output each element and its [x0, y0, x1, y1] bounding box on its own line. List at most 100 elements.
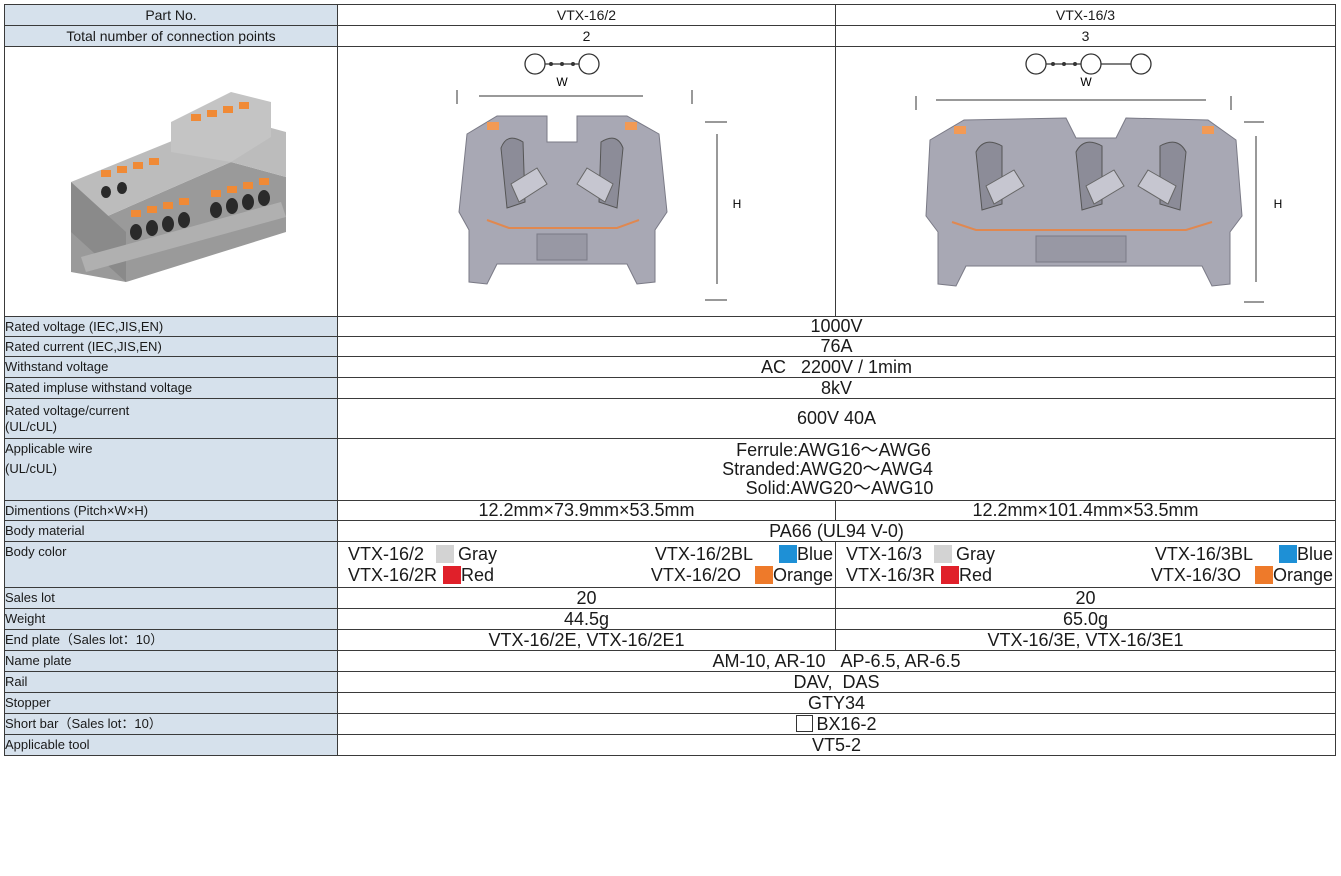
vtx-16-3-drawing: W H — [915, 52, 1282, 302]
impulse-row: Rated impluse withstand voltage 8kV — [4, 377, 1336, 399]
width-label-3: W — [1080, 75, 1092, 89]
wire-ferrule: Ferrule:AWG16～AWG6 — [736, 440, 931, 460]
wire-row: Applicable wire (UL/cUL) Ferrule:AWG16～A… — [4, 438, 1336, 501]
image-row: W H — [4, 46, 1336, 317]
vtx-16-2-drawing: W H — [456, 52, 741, 300]
height-label: H — [732, 197, 741, 211]
color-name: Gray — [458, 543, 498, 564]
rail-label: Rail — [4, 671, 338, 693]
part-no-a: VTX-16/2 — [337, 4, 836, 26]
blue-swatch — [1278, 545, 1297, 563]
checkbox-icon — [796, 714, 814, 732]
tool-label: Applicable tool — [4, 734, 338, 756]
color-part: VTX-16/2R — [348, 564, 438, 585]
connection-points-label: Total number of connection points — [4, 25, 338, 47]
gray-swatch — [934, 545, 953, 563]
tool-value: VT5-2 — [337, 734, 1336, 756]
orange-swatch — [1254, 566, 1273, 584]
dimensions-row: Dimentions (Pitch×W×H) 12.2mm×73.9mm×53.… — [4, 500, 1336, 521]
rated-voltage-value: 1000V — [337, 316, 1336, 337]
name-plate-label: Name plate — [4, 650, 338, 672]
body-material-row: Body material PA66 (UL94 V-0) — [4, 520, 1336, 542]
ul-rating-label-line1: Rated voltage/current — [5, 402, 130, 418]
short-bar-row: Short bar（Sales lot：10） BX16-2 — [4, 713, 1336, 735]
withstand-value: AC 2200V / 1mim — [337, 356, 1336, 378]
vtx-16-2-diagram-cell: W H — [337, 46, 836, 317]
red-swatch — [941, 566, 960, 584]
orange-swatch — [754, 566, 773, 584]
body-material-label: Body material — [4, 520, 338, 542]
product-photo-cell — [4, 46, 338, 317]
color-name: Orange — [772, 564, 833, 585]
withstand-label: Withstand voltage — [4, 356, 338, 378]
name-plate-value: AM-10, AR-10 AP-6.5, AR-6.5 — [337, 650, 1336, 672]
connection-points-b: 3 — [835, 25, 1336, 47]
weight-row: Weight 44.5g 65.0g — [4, 608, 1336, 630]
color-part: VTX-16/2 — [348, 543, 425, 564]
impulse-value: 8kV — [337, 377, 1336, 399]
blue-swatch — [778, 545, 797, 563]
end-plate-b: VTX-16/3E, VTX-16/3E1 — [835, 629, 1336, 651]
color-name: Red — [461, 564, 495, 585]
rated-current-value: 76A — [337, 336, 1336, 357]
tool-row: Applicable tool VT5-2 — [4, 734, 1336, 756]
body-color-label: Body color — [4, 541, 338, 588]
ul-rating-label: Rated voltage/current (UL/cUL) — [4, 398, 338, 439]
short-bar-value: BX16-2 — [337, 713, 1336, 735]
header-row: Part No. VTX-16/2 VTX-16/3 — [4, 4, 1336, 26]
width-label: W — [556, 75, 568, 89]
color-name: Gray — [956, 543, 996, 564]
wire-solid: Solid:AWG20～AWG10 — [745, 478, 934, 498]
rated-voltage-label: Rated voltage (IEC,JIS,EN) — [4, 316, 338, 337]
dimensions-b: 12.2mm×101.4mm×53.5mm — [835, 500, 1336, 521]
spec-table: Part No. VTX-16/2 VTX-16/3 Total number … — [4, 4, 1336, 756]
ul-rating-label-line2: (UL/cUL) — [5, 418, 58, 434]
sales-lot-label: Sales lot — [4, 587, 338, 609]
height-label-3: H — [1273, 197, 1282, 211]
color-part: VTX-16/3 — [846, 543, 923, 564]
part-no-label: Part No. — [4, 4, 338, 26]
wire-stranded: Stranded:AWG20～AWG4 — [722, 459, 933, 479]
connection-schematic-3 — [1024, 52, 1152, 75]
color-part: VTX-16/3BL — [1154, 543, 1253, 564]
name-plate-row: Name plate AM-10, AR-10 AP-6.5, AR-6.5 — [4, 650, 1336, 672]
rated-current-label: Rated current (IEC,JIS,EN) — [4, 336, 338, 357]
impulse-label: Rated impluse withstand voltage — [4, 377, 338, 399]
wire-label-line1: Applicable wire — [5, 441, 93, 456]
short-bar-text: BX16-2 — [816, 713, 877, 734]
sales-lot-a: 20 — [337, 587, 836, 609]
color-part: VTX-16/2O — [650, 564, 741, 585]
withstand-row: Withstand voltage AC 2200V / 1mim — [4, 356, 1336, 378]
connection-points-row: Total number of connection points 2 3 — [4, 25, 1336, 47]
end-plate-row: End plate（Sales lot：10） VTX-16/2E, VTX-1… — [4, 629, 1336, 651]
wire-value: Ferrule:AWG16～AWG6 Stranded:AWG20～AWG4 S… — [337, 438, 1336, 501]
end-plate-a: VTX-16/2E, VTX-16/2E1 — [337, 629, 836, 651]
stopper-row: Stopper GTY34 — [4, 692, 1336, 714]
rated-current-row: Rated current (IEC,JIS,EN) 76A — [4, 336, 1336, 357]
weight-a: 44.5g — [337, 608, 836, 630]
terminal-block-assembly-image — [71, 91, 286, 282]
color-name: Red — [959, 564, 993, 585]
stopper-label: Stopper — [4, 692, 338, 714]
dimensions-label: Dimentions (Pitch×W×H) — [4, 500, 338, 521]
ul-rating-row: Rated voltage/current (UL/cUL) 600V 40A — [4, 398, 1336, 439]
color-name: Blue — [796, 543, 833, 564]
red-swatch — [443, 566, 462, 584]
wire-label-line2: (UL/cUL) — [5, 461, 58, 476]
weight-b: 65.0g — [835, 608, 1336, 630]
sales-lot-b: 20 — [835, 587, 1336, 609]
body-material-value: PA66 (UL94 V-0) — [337, 520, 1336, 542]
weight-label: Weight — [4, 608, 338, 630]
rail-row: Rail DAV, DAS — [4, 671, 1336, 693]
connection-points-a: 2 — [337, 25, 836, 47]
stopper-value: GTY34 — [337, 692, 1336, 714]
gray-swatch — [436, 545, 455, 563]
wire-label: Applicable wire (UL/cUL) — [4, 438, 338, 501]
sales-lot-row: Sales lot 20 20 — [4, 587, 1336, 609]
color-part: VTX-16/3R — [846, 564, 936, 585]
